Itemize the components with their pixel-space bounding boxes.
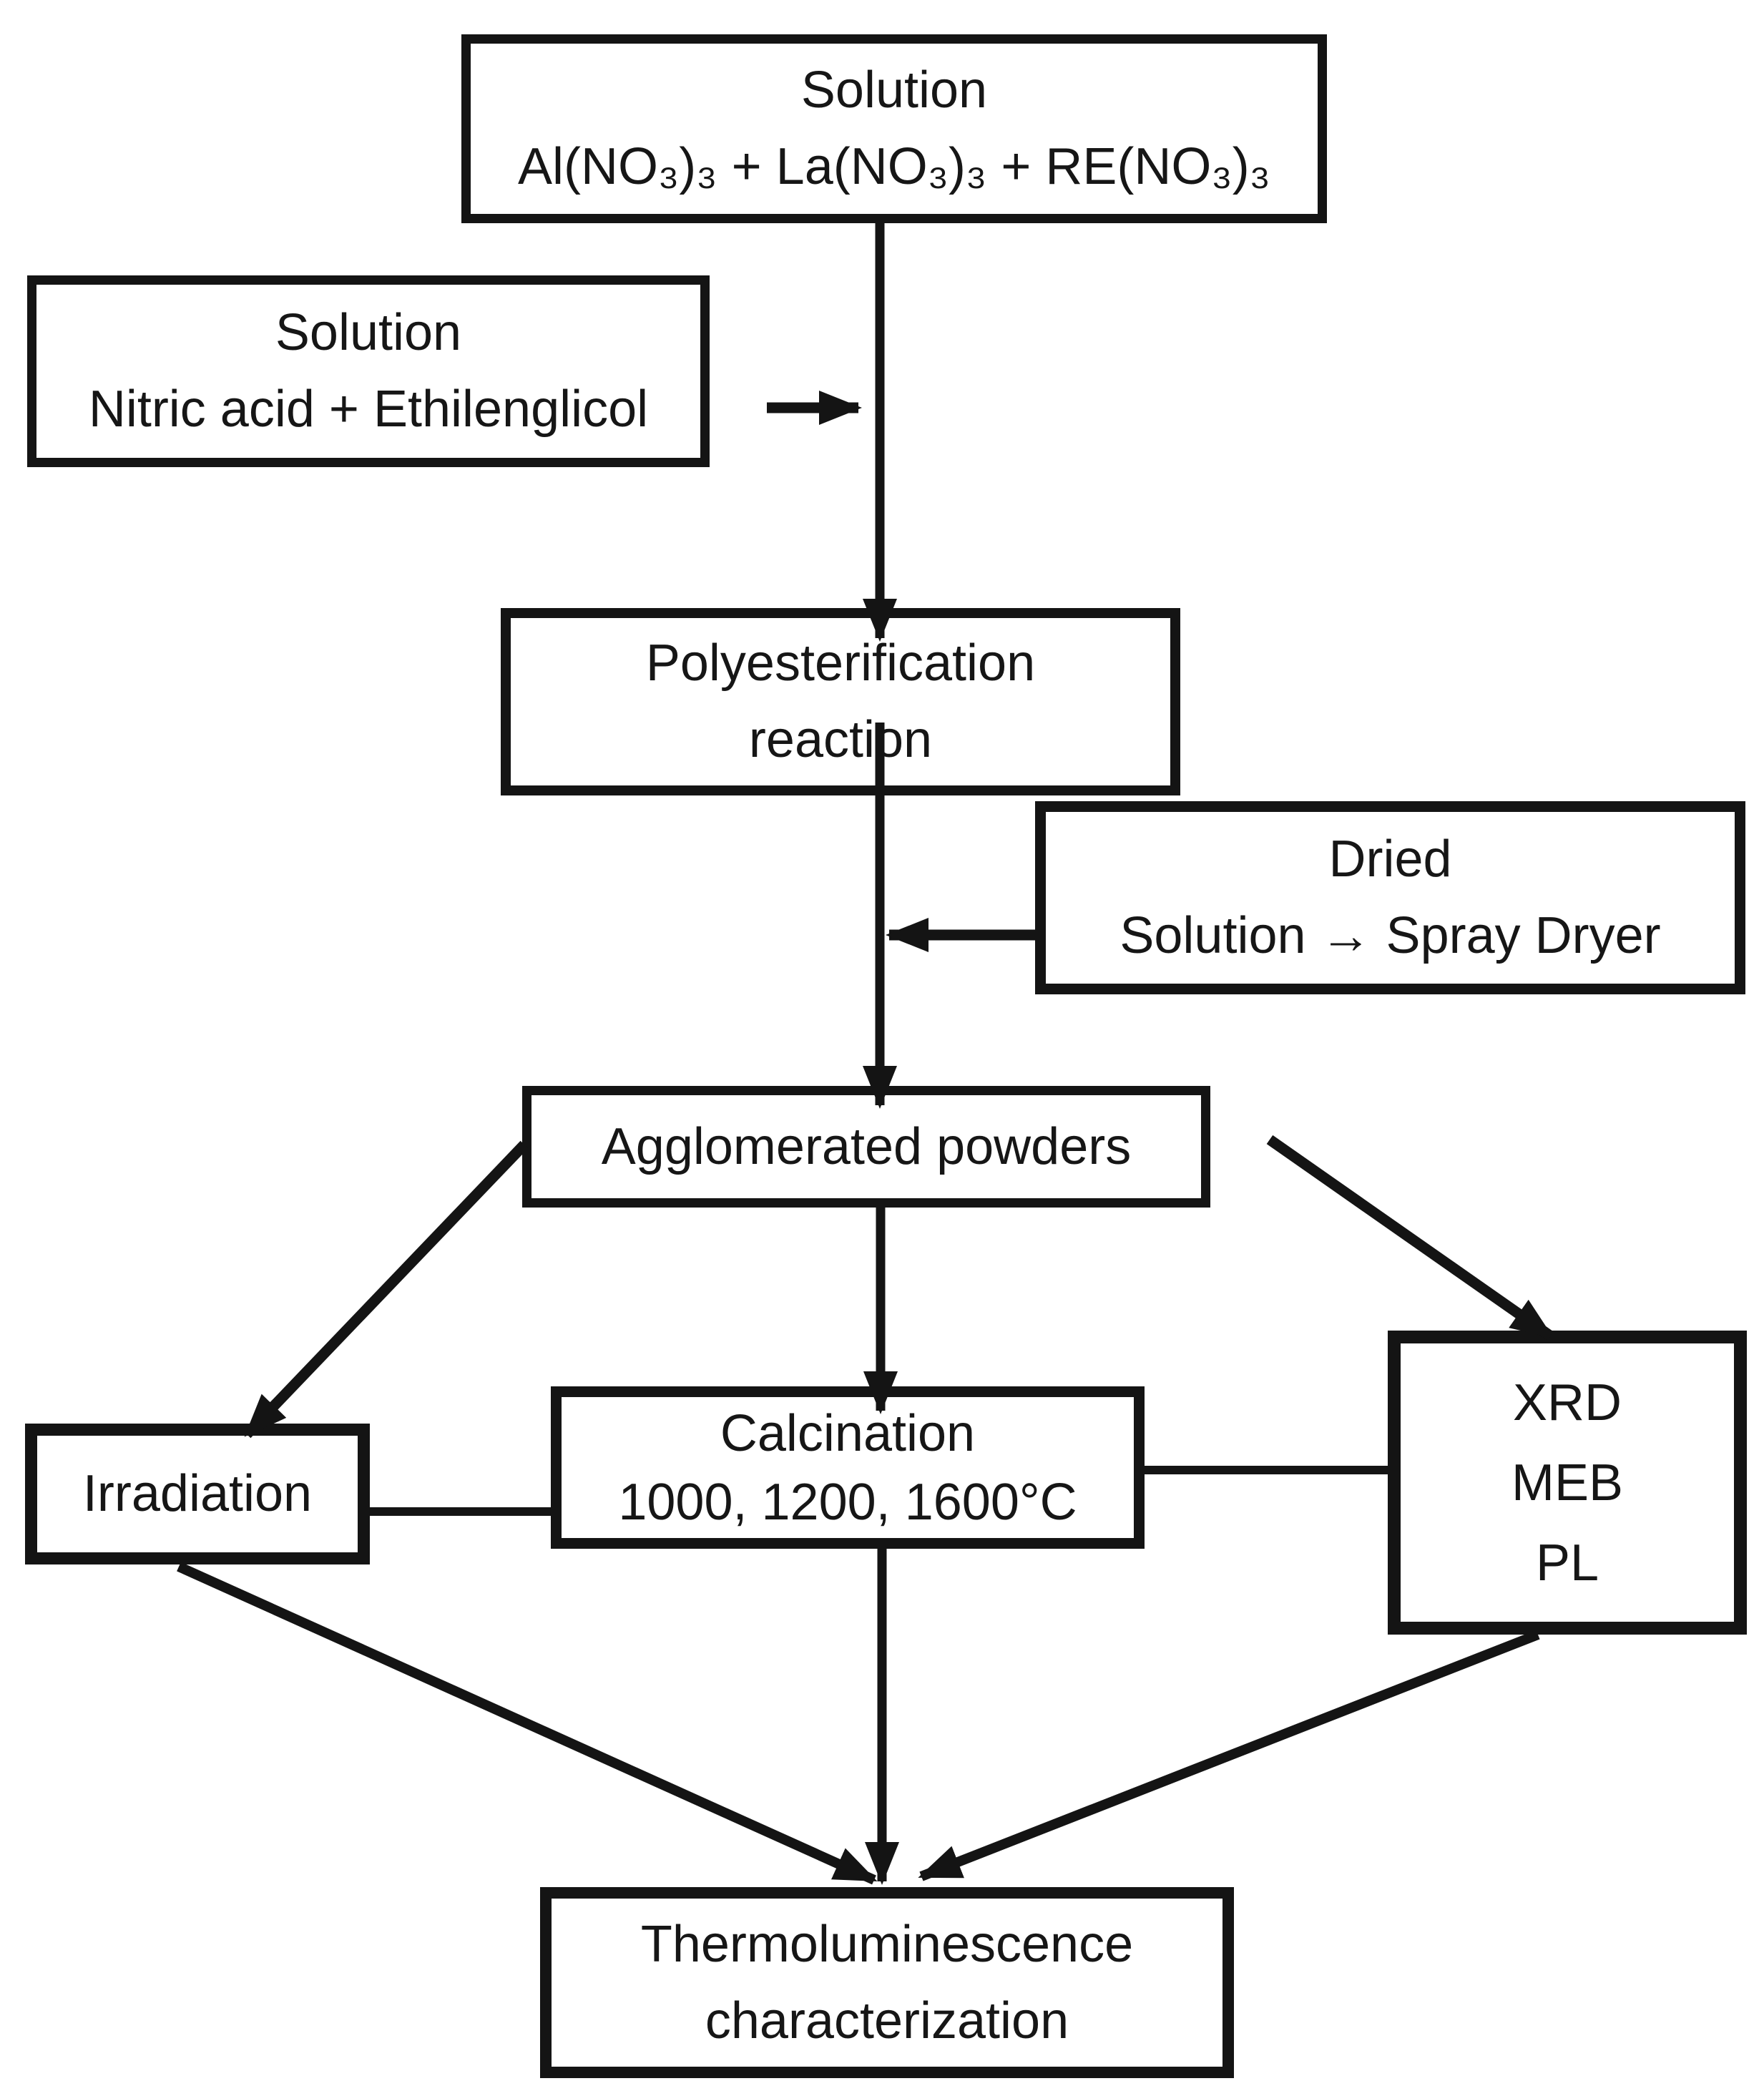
node-xrd-meb-pl: XRD MEB PL xyxy=(1388,1331,1747,1635)
node-label: Polyesterification xyxy=(645,635,1036,692)
node-label: Solution xyxy=(275,304,462,361)
node-label: Thermoluminescence xyxy=(640,1915,1134,1973)
edge-xrd-meb-pl-to-thermoluminescence xyxy=(918,1630,1540,1881)
node-calcination: Calcination 1000, 1200, 1600°C xyxy=(551,1386,1145,1549)
node-label: Solution → Spray Dryer xyxy=(1119,907,1661,964)
node-label: Al(NO₃)₃ + La(NO₃)₃ + RE(NO₃)₃ xyxy=(517,138,1270,195)
node-label: PL xyxy=(1535,1534,1599,1592)
node-label: XRD xyxy=(1512,1373,1622,1431)
node-dried-spray-dryer: Dried Solution → Spray Dryer xyxy=(1035,801,1745,994)
node-label: Irradiation xyxy=(82,1465,313,1522)
edge-irradiation-to-thermoluminescence xyxy=(177,1562,878,1885)
node-label: Nitric acid + Ethilenglicol xyxy=(88,381,649,438)
node-label: Dried xyxy=(1328,831,1452,888)
node-label: Calcination xyxy=(720,1404,976,1462)
node-label: Solution xyxy=(800,62,988,119)
node-thermoluminescence-characterization: Thermoluminescence characterization xyxy=(540,1887,1234,2078)
node-solution-nitrates: Solution Al(NO₃)₃ + La(NO₃)₃ + RE(NO₃)₃ xyxy=(461,34,1327,223)
node-solution-nitric-acid-ethilenglicol: Solution Nitric acid + Ethilenglicol xyxy=(27,275,710,467)
node-label: Agglomerated powders xyxy=(601,1117,1132,1175)
node-label: reaction xyxy=(748,711,933,768)
node-irradiation: Irradiation xyxy=(25,1424,370,1564)
edge-agglomerated-to-xrd-meb-pl xyxy=(1266,1135,1554,1341)
node-label: characterization xyxy=(705,1992,1069,2050)
edge-agglomerated-to-irradiation xyxy=(242,1140,529,1439)
node-agglomerated-powders: Agglomerated powders xyxy=(522,1086,1210,1208)
node-label: 1000, 1200, 1600°C xyxy=(618,1473,1077,1531)
node-polyesterification-reaction: Polyesterification reaction xyxy=(501,608,1180,795)
node-label: MEB xyxy=(1511,1454,1624,1512)
